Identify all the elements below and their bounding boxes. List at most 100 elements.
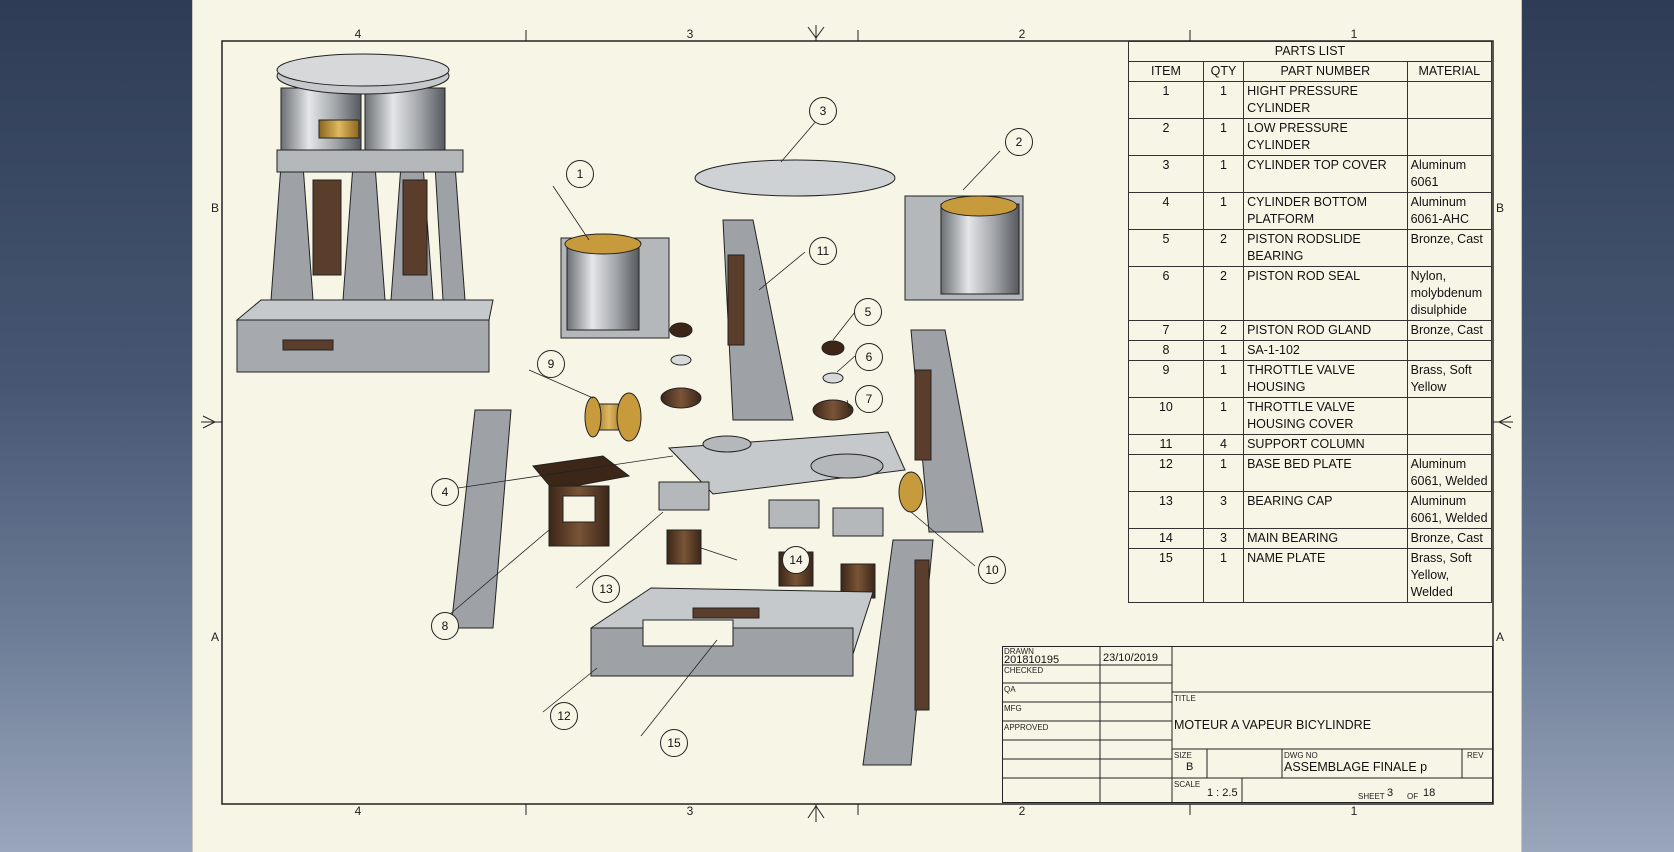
- cell-item: 12: [1128, 454, 1204, 492]
- balloon-item: 10: [978, 556, 1006, 584]
- cell-qty: 2: [1202, 320, 1245, 341]
- cell-material: [1406, 81, 1493, 119]
- cell-material: Aluminum 6061-AHC: [1406, 192, 1493, 230]
- cell-item: 1: [1128, 81, 1204, 119]
- cell-part: CYLINDER TOP COVER: [1243, 155, 1408, 193]
- cell-material: Bronze, Cast: [1406, 320, 1493, 341]
- cell-qty: 3: [1202, 491, 1245, 529]
- size-label: SIZE: [1174, 751, 1192, 760]
- cell-material: Brass, Soft Yellow: [1406, 360, 1493, 398]
- part-sa-1-102: [532, 455, 631, 547]
- zone-label-top: 1: [1350, 27, 1358, 41]
- drawn-by-value: 201810195: [1004, 654, 1060, 666]
- cell-material: [1406, 340, 1493, 361]
- cell-item: 4: [1128, 192, 1204, 230]
- cell-material: [1406, 434, 1493, 455]
- part-valve-housing-cover: [898, 471, 924, 513]
- balloon-item: 7: [855, 385, 883, 413]
- cell-item: 9: [1128, 360, 1204, 398]
- balloon-item: 4: [431, 478, 459, 506]
- title-block-grid: [1002, 646, 1493, 803]
- cell-qty: 1: [1202, 81, 1245, 119]
- cell-qty: 2: [1202, 229, 1245, 267]
- zone-label-bottom: 3: [686, 804, 694, 818]
- cell-qty: 3: [1202, 528, 1245, 549]
- cell-material: Aluminum 6061: [1406, 155, 1493, 193]
- assembled-engine: [235, 53, 494, 373]
- balloon-item: 6: [855, 343, 883, 371]
- zone-label-top: 2: [1018, 27, 1026, 41]
- exploded-view-drawing: [235, 53, 1024, 766]
- zone-label-right: B: [1495, 201, 1505, 215]
- cell-item: 14: [1128, 528, 1204, 549]
- cell-part: BEARING CAP: [1243, 491, 1408, 529]
- scale-label: SCALE: [1174, 780, 1201, 789]
- cell-material: Nylon, molybdenum disulphide: [1406, 266, 1493, 321]
- zone-label-right: A: [1495, 630, 1505, 644]
- cell-item: 2: [1128, 118, 1204, 156]
- part-high-pressure-cylinder: [560, 233, 670, 339]
- part-bushings: [660, 322, 854, 421]
- balloon-item: 13: [592, 575, 620, 603]
- sheet-frame: [201, 25, 1513, 822]
- part-bearing-cap: [658, 481, 710, 511]
- cell-part: PISTON ROD SEAL: [1243, 266, 1408, 321]
- balloon-item: 14: [782, 546, 810, 574]
- balloon-item: 5: [854, 298, 882, 326]
- qa-label: QA: [1004, 685, 1016, 694]
- part-base-bed-plate: [590, 587, 874, 677]
- zone-label-bottom: 4: [354, 804, 362, 818]
- drawing-title: MOTEUR A VAPEUR BICYLINDRE: [1174, 718, 1372, 732]
- drawn-date-value: 23/10/2019: [1103, 652, 1159, 664]
- cell-material: [1406, 397, 1493, 435]
- drawing-sheet: 4 3 2 1 4 3 2 1 B A B A: [192, 0, 1522, 852]
- approved-label: APPROVED: [1004, 723, 1049, 732]
- cell-item: 11: [1128, 434, 1204, 455]
- balloon-item: 15: [660, 729, 688, 757]
- part-support-column: [450, 409, 512, 629]
- cell-material: [1406, 118, 1493, 156]
- sheet-total: 18: [1423, 787, 1436, 799]
- cell-part: MAIN BEARING: [1243, 528, 1408, 549]
- title-label: TITLE: [1174, 694, 1196, 703]
- cell-part: THROTTLE VALVE HOUSING COVER: [1243, 397, 1408, 435]
- balloon-item: 11: [809, 237, 837, 265]
- cell-item: 6: [1128, 266, 1204, 321]
- part-low-pressure-cylinder: [904, 195, 1024, 301]
- title-block: DRAWN 201810195 23/10/2019 CHECKED QA MF…: [1002, 646, 1493, 803]
- sheet-label: SHEET: [1358, 792, 1385, 801]
- cell-material: Bronze, Cast: [1406, 229, 1493, 267]
- balloon-item: 2: [1005, 128, 1033, 156]
- part-cylinder-top-cover: [694, 159, 896, 197]
- part-bearing-cap: [768, 499, 820, 529]
- cell-part: SA-1-102: [1243, 340, 1408, 361]
- column-header-part-number: PART NUMBER: [1243, 61, 1408, 82]
- cell-qty: 1: [1202, 118, 1245, 156]
- mfg-label: MFG: [1004, 704, 1022, 713]
- zone-label-left: A: [210, 630, 220, 644]
- zone-label-bottom: 1: [1350, 804, 1358, 818]
- cell-qty: 1: [1202, 454, 1245, 492]
- zone-label-left: B: [210, 201, 220, 215]
- cell-part: PISTON ROD GLAND: [1243, 320, 1408, 341]
- cell-item: 7: [1128, 320, 1204, 341]
- column-header-qty: QTY: [1202, 61, 1245, 82]
- balloon-item: 8: [431, 612, 459, 640]
- cell-part: HIGHT PRESSURE CYLINDER: [1243, 81, 1408, 119]
- zone-label-top: 4: [354, 27, 362, 41]
- size-value: B: [1186, 761, 1194, 773]
- cell-part: NAME PLATE: [1243, 548, 1408, 603]
- of-label: OF: [1407, 792, 1419, 801]
- cell-qty: 1: [1202, 360, 1245, 398]
- part-throttle-valve-housing: [584, 392, 642, 442]
